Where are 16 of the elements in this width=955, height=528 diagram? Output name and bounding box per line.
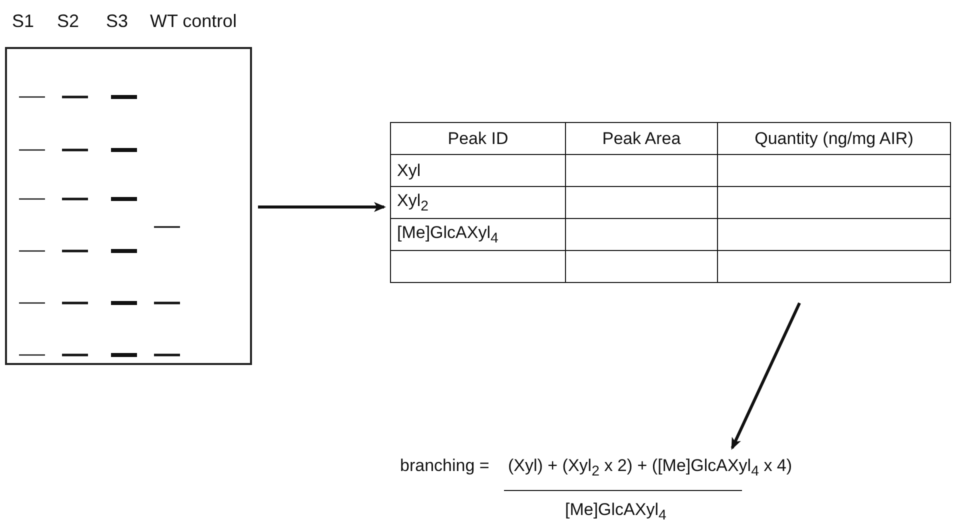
lane-label: S3 [106,11,128,32]
arrow [258,202,386,212]
table-cell-text: Xyl$_{2}$ [397,190,428,210]
column-header: Quantity (ng/mg AIR) [754,128,914,148]
column-header: Peak Area [602,128,681,148]
formula-text: branching = [400,456,490,476]
data-table [390,122,951,283]
arrow [730,302,801,450]
formula-denominator: [Me]GlcAXyl$_{4}$ [565,500,666,524]
column-header: Peak ID [448,128,508,148]
formula-numerator: (Xyl) + (Xyl$_{2}$ x 2) + ([Me]GlcAXyl$_{4}$ x 4) [508,456,792,480]
lane-label: WT control [150,11,237,32]
table-cell-text: Xyl [397,160,421,180]
lane-label: S1 [12,11,34,32]
lane-label: S2 [57,11,80,32]
table-cell-text: [Me]GlcAXyl$_{4}$ [397,222,498,242]
